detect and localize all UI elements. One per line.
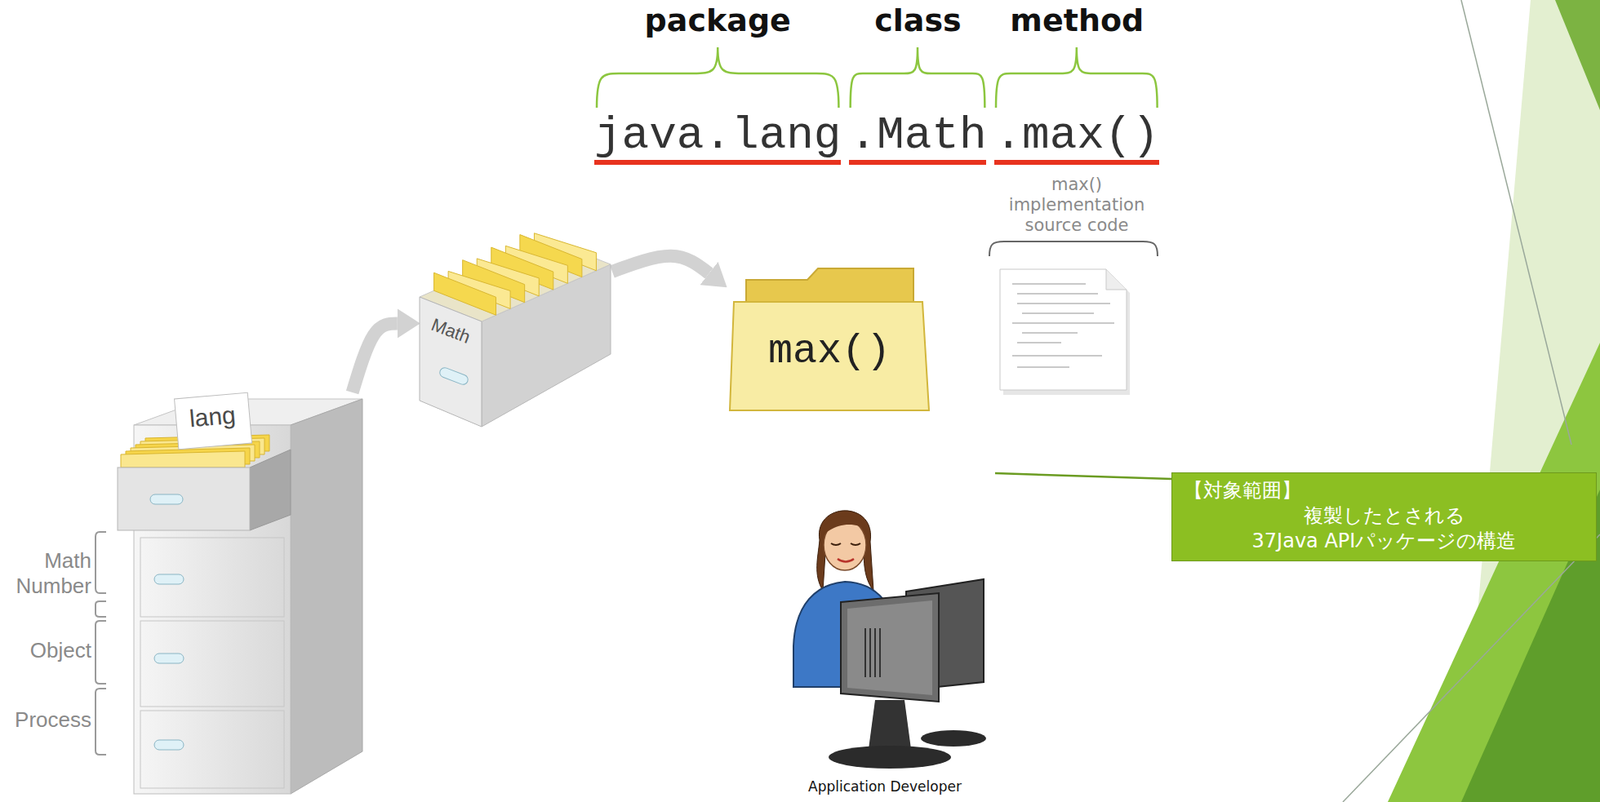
node-body-text: 37Java APIパッケージの構造 bbox=[1183, 528, 1585, 555]
brace bbox=[594, 39, 841, 112]
code-segment: .Math bbox=[848, 111, 987, 165]
qualified-name: package java.lang class .Math method .max() bbox=[594, 1, 1168, 165]
callout-leader bbox=[995, 473, 1172, 480]
node-text: lang bbox=[188, 400, 238, 435]
segment-heading: package bbox=[594, 1, 841, 40]
name-segment: class .Math bbox=[848, 1, 987, 165]
node-text: max() bbox=[729, 328, 929, 375]
folder: max() bbox=[729, 265, 929, 414]
developer-figure bbox=[793, 511, 987, 769]
segment-heading: method bbox=[994, 1, 1160, 40]
figure-caption: Application Developer bbox=[786, 778, 983, 796]
code-segment: .max() bbox=[994, 111, 1160, 165]
flow-arrow bbox=[612, 256, 710, 274]
callout-box: 【対象範囲】複製したとされる37Java APIパッケージの構造 bbox=[1171, 472, 1597, 562]
node-body-text: 複製したとされる bbox=[1183, 503, 1585, 529]
drawer-label: Number bbox=[3, 574, 92, 600]
file-cabinet-shape bbox=[117, 392, 368, 796]
drawer-brackets bbox=[95, 532, 107, 756]
source-code-document bbox=[989, 241, 1158, 396]
slide-decoration bbox=[1342, 0, 1600, 802]
brace bbox=[994, 39, 1160, 112]
file-cabinet: lang bbox=[117, 392, 368, 796]
brace bbox=[848, 39, 987, 112]
name-segment: method .max() bbox=[994, 1, 1160, 165]
flow-arrow bbox=[352, 323, 398, 393]
drawer-label: Process bbox=[3, 708, 92, 734]
code-segment: java.lang bbox=[594, 111, 841, 165]
caption-note: max() implementation source code bbox=[986, 174, 1167, 237]
drawer-label: Math bbox=[3, 549, 92, 574]
drawer-label: Object bbox=[3, 639, 92, 664]
segment-heading: class bbox=[848, 1, 987, 40]
node-text: 【対象範囲】 bbox=[1183, 478, 1585, 504]
name-segment: package java.lang bbox=[594, 1, 841, 165]
drawer: Math bbox=[417, 219, 613, 429]
